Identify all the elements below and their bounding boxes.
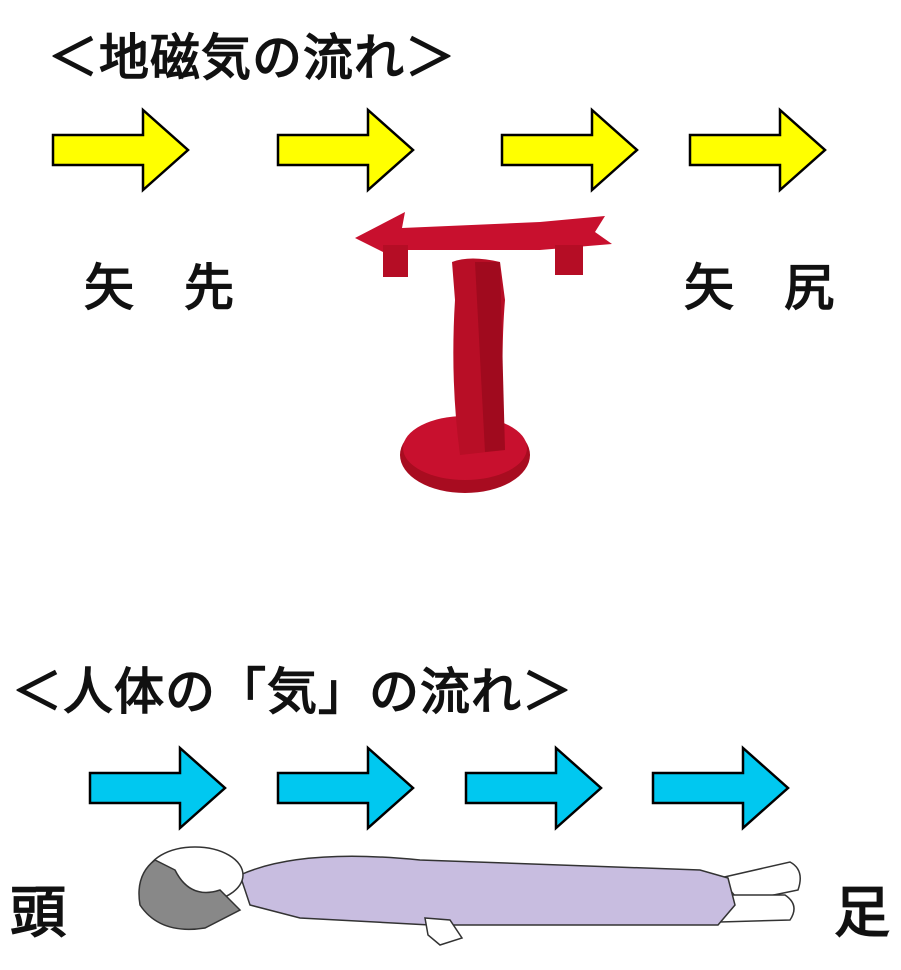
geomagnetic-flow-title: ＜地磁気の流れ＞ (48, 29, 456, 87)
arrow-tip-label: 矢 先 (84, 259, 234, 317)
cyan-arrow-3 (464, 746, 603, 830)
yellow-arrow-3 (500, 108, 639, 192)
cyan-arrow-4 (651, 746, 790, 830)
yellow-arrow-1 (51, 108, 190, 192)
red-arrow-compass-object (355, 212, 612, 493)
cyan-arrow-2 (276, 746, 415, 830)
head-label: 頭 (10, 881, 66, 946)
yellow-arrow-4 (688, 108, 827, 192)
arrow-tail-label: 矢 尻 (684, 259, 834, 317)
lying-person-illustration (138, 846, 801, 946)
cyan-arrow-1 (88, 746, 227, 830)
human-qi-flow-title: ＜人体の「気」の流れ＞ (12, 663, 573, 721)
feet-label: 足 (834, 881, 890, 946)
yellow-arrow-2 (276, 108, 415, 192)
